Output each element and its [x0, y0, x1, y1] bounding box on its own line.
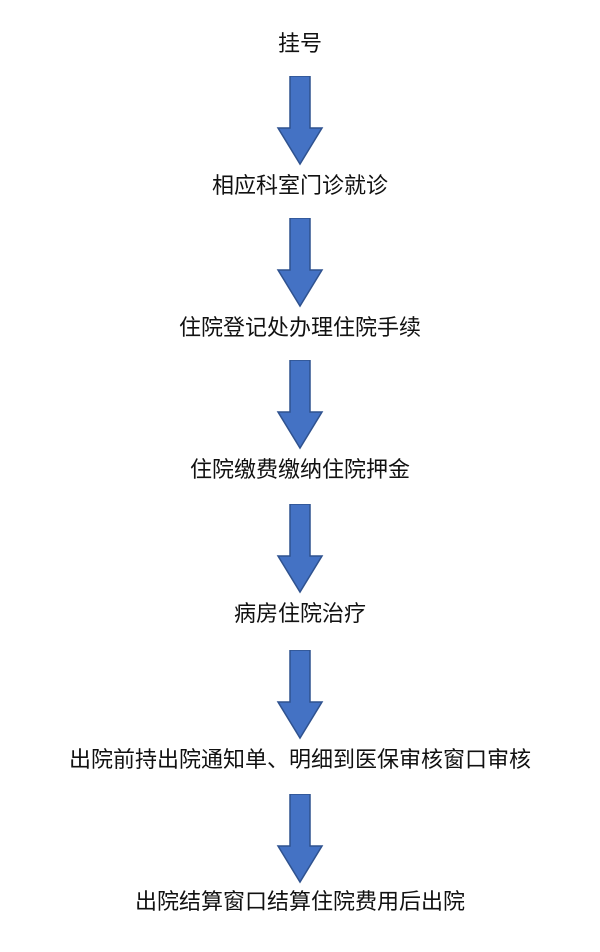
step-admission-procedures: 住院登记处办理住院手续 [178, 316, 421, 341]
down-arrow-icon [276, 650, 324, 740]
step-outpatient-visit: 相应科室门诊就诊 [211, 174, 388, 199]
down-arrow-icon [276, 218, 324, 308]
down-arrow-icon [276, 794, 324, 884]
step-ward-treatment: 病房住院治疗 [233, 602, 366, 627]
down-arrow-icon [276, 360, 324, 450]
step-deposit-payment: 住院缴费缴纳住院押金 [189, 458, 410, 483]
down-arrow-icon [276, 76, 324, 166]
step-registration: 挂号 [277, 32, 322, 57]
step-discharge-settlement: 出院结算窗口结算住院费用后出院 [134, 890, 465, 915]
step-insurance-review: 出院前持出院通知单、明细到医保审核窗口审核 [68, 748, 531, 773]
down-arrow-icon [276, 504, 324, 594]
